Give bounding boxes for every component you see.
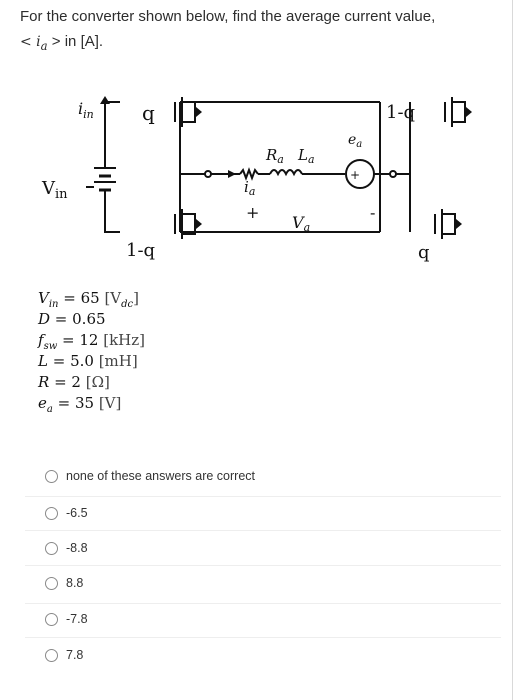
svg-text:ea: ea <box>348 132 362 150</box>
ia-label: i <box>244 178 249 196</box>
svg-text:La: La <box>297 146 315 166</box>
bottom-left-switch-label: 1-q <box>126 240 155 261</box>
ia-sub: a <box>249 185 256 198</box>
radio-button[interactable] <box>45 648 58 662</box>
bottom-right-switch-label: q <box>418 242 430 263</box>
question-text: For the converter shown below, find the … <box>20 4 440 59</box>
parameter-row: ea = 35 [V] <box>38 394 122 415</box>
radio-button[interactable] <box>45 576 58 590</box>
question-suffix: > in [A]. <box>51 33 104 50</box>
radio-button[interactable] <box>45 469 58 483</box>
va-sub: a <box>304 221 311 234</box>
la-label: L <box>297 146 308 164</box>
parameter-row: D = 0.65 <box>38 310 106 328</box>
option-label: -6.5 <box>66 506 88 520</box>
iin-label: i <box>78 99 83 118</box>
top-left-switch-label: q <box>142 101 155 125</box>
svg-text:ia: ia <box>244 178 255 198</box>
circuit-diagram: iin Vin q 1-q 1-q q Ra La ia + Va - ea + <box>41 96 472 263</box>
parameter-list: Vin = 65 [Vdc] D = 0.65 fsw = 12 [kHz] L… <box>38 288 146 415</box>
answer-option-8-8[interactable]: 8.8 <box>33 573 83 593</box>
ra-sub: a <box>277 153 284 166</box>
ea-sub: a <box>356 139 362 150</box>
question-variable: < i <box>20 34 41 50</box>
radio-button[interactable] <box>45 541 58 555</box>
option-label: -8.8 <box>66 541 88 555</box>
divider <box>25 496 501 497</box>
parameter-row: Vin = 65 [Vdc] <box>38 289 140 310</box>
va-plus-sign: + <box>246 203 259 222</box>
divider <box>25 637 501 638</box>
va-minus-sign: - <box>370 203 375 222</box>
vin-sub: in <box>55 187 68 202</box>
top-right-switch-label: 1-q <box>386 102 415 123</box>
question-variable-sub: a <box>40 38 48 53</box>
radio-button[interactable] <box>45 506 58 520</box>
parameter-row: fsw = 12 [kHz] <box>38 331 146 352</box>
option-label: 7.8 <box>66 648 84 662</box>
answer-option-none[interactable]: none of these answers are correct <box>33 466 255 486</box>
answer-option-neg-8-8[interactable]: -8.8 <box>33 538 88 558</box>
ea-label: e <box>348 132 356 148</box>
divider <box>25 603 501 604</box>
radio-button[interactable] <box>45 612 58 626</box>
divider <box>25 565 501 566</box>
option-label: none of these answers are correct <box>66 469 255 483</box>
question-prefix: For the converter shown below, find the … <box>20 8 436 25</box>
parameter-row: L = 5.0 [mH] <box>38 352 138 370</box>
vin-label: V <box>41 178 56 199</box>
option-label: 8.8 <box>66 576 84 590</box>
source-plus-sign: + <box>350 168 360 182</box>
svg-text:Va: Va <box>292 213 310 234</box>
option-label: -7.8 <box>66 612 88 626</box>
svg-text:Ra: Ra <box>265 146 284 166</box>
divider <box>25 530 501 531</box>
svg-text:Vin: Vin <box>41 178 68 202</box>
la-sub: a <box>308 153 315 166</box>
parameter-row: R = 2 [Ω] <box>38 373 110 391</box>
answer-option-neg-7-8[interactable]: -7.8 <box>33 609 88 629</box>
answer-option-7-8[interactable]: 7.8 <box>33 645 83 665</box>
iin-sub: in <box>83 108 94 121</box>
svg-text:iin: iin <box>78 99 94 121</box>
va-label: V <box>292 213 305 232</box>
ra-label: R <box>265 146 277 164</box>
page-edge-line <box>512 0 513 700</box>
answer-option-neg-6-5[interactable]: -6.5 <box>33 503 88 523</box>
